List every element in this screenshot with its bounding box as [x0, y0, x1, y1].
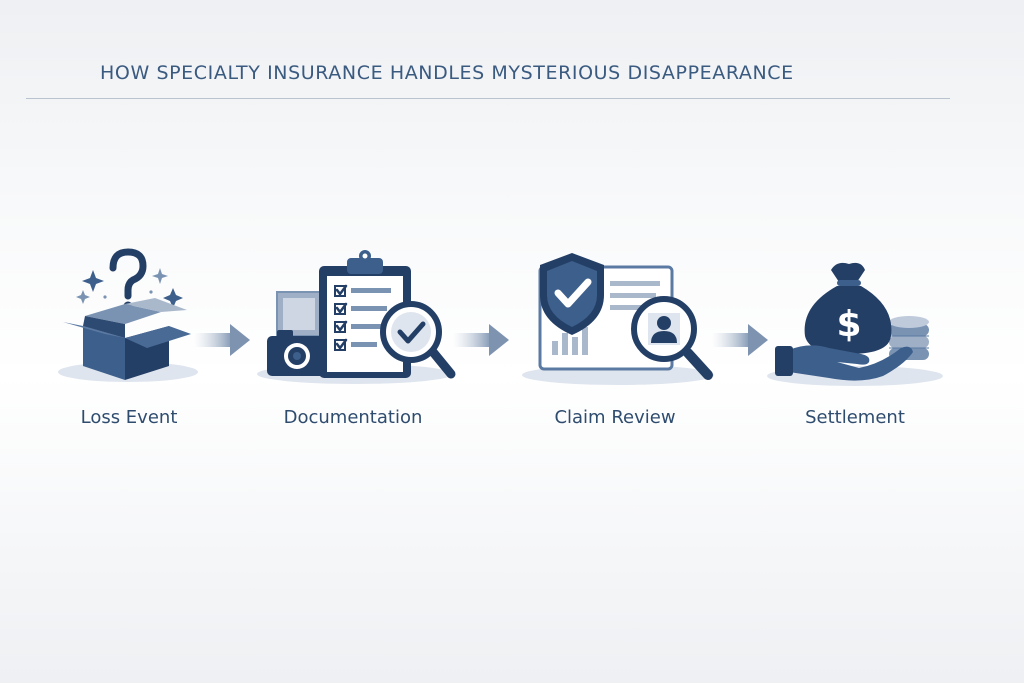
svg-text:$: $ — [836, 304, 861, 345]
step-settlement: $ — [765, 252, 950, 392]
title-divider — [26, 98, 950, 99]
step-label-claim-review: Claim Review — [554, 407, 676, 428]
arrow-right-icon — [453, 324, 509, 356]
arrow-right-icon — [194, 324, 250, 356]
shield-document-magnifier-icon — [522, 253, 714, 385]
open-box-question-icon — [58, 248, 198, 382]
clipboard-camera-magnifier-icon — [257, 250, 456, 384]
arrow-right-icon — [712, 324, 768, 356]
money-bag-hand-coins-icon: $ — [767, 262, 943, 386]
step-label-settlement: Settlement — [805, 407, 905, 428]
page-title: HOW SPECIALTY INSURANCE HANDLES MYSTERIO… — [100, 62, 794, 84]
step-documentation — [255, 240, 465, 390]
step-claim-review — [518, 245, 728, 390]
step-label-documentation: Documentation — [283, 407, 423, 428]
step-loss-event — [55, 240, 205, 390]
step-label-loss-event: Loss Event — [80, 407, 178, 428]
